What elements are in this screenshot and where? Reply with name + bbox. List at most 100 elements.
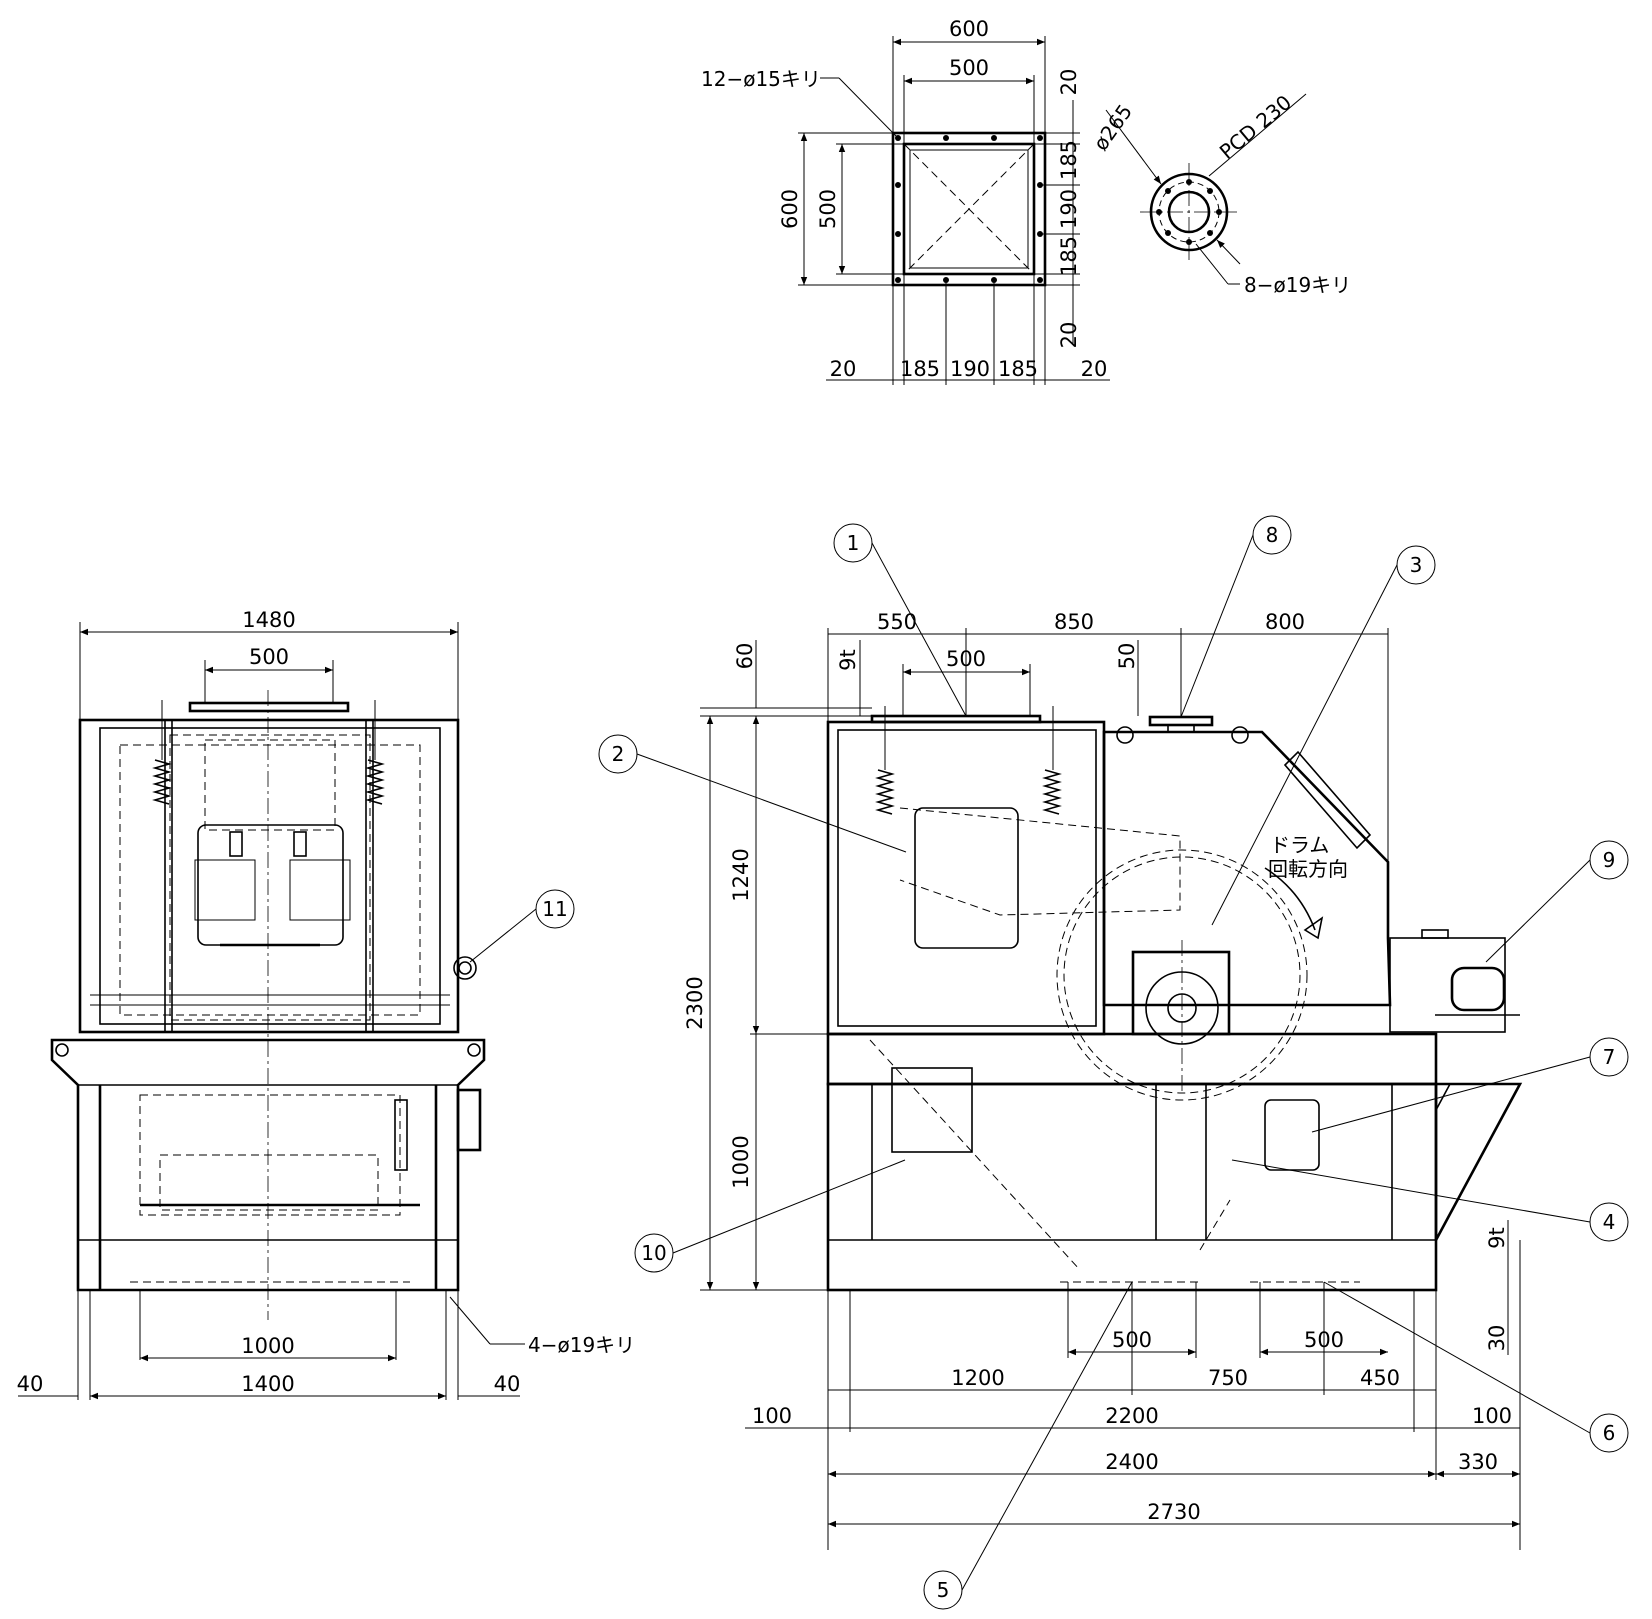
front-crusher-housing — [1102, 730, 1392, 1007]
dim-front-9t-top: 9t — [836, 649, 860, 671]
dim-bottom-190: 190 — [950, 357, 990, 381]
balloon-6-number: 6 — [1603, 1421, 1616, 1445]
dim-front-top-500: 500 — [946, 647, 986, 671]
dim-flange-outer-width: 600 — [949, 17, 989, 41]
dim-front-1240: 1240 — [729, 848, 753, 901]
dim-right-190: 190 — [1057, 189, 1081, 229]
dim-side-width-total: 1480 — [242, 608, 295, 632]
balloon-1: 1 — [833, 523, 967, 717]
dim-front-1000: 1000 — [729, 1135, 753, 1188]
dim-side-width-top: 500 — [249, 645, 289, 669]
dim-front-750: 750 — [1208, 1366, 1248, 1390]
dim-front-2200: 2200 — [1105, 1404, 1158, 1428]
round-flange-diameter: ø265 — [1088, 100, 1137, 155]
balloon-3: 3 — [1211, 545, 1436, 926]
balloon-11: 11 — [469, 889, 575, 963]
balloon-2: 2 — [598, 734, 907, 853]
dim-front-100-left: 100 — [752, 1404, 792, 1428]
balloon-5-number: 5 — [937, 1578, 950, 1602]
balloon-1-number: 1 — [847, 531, 860, 555]
round-flange-detail: ø265 PCD 230 8−ø19キリ — [1088, 90, 1351, 297]
dim-bottom-185-a: 185 — [900, 357, 940, 381]
dim-front-500-a: 500 — [1112, 1328, 1152, 1352]
square-flange-hole-note: 12−ø15キリ — [701, 67, 821, 91]
balloon-9: 9 — [1485, 840, 1629, 963]
dim-flange-outer-height: 600 — [778, 189, 802, 229]
front-rotation-text-2: 回転方向 — [1268, 857, 1348, 881]
balloon-4-number: 4 — [1603, 1210, 1616, 1234]
front-motor — [1450, 966, 1506, 1012]
square-flange-inner — [902, 142, 1036, 276]
dim-front-30: 30 — [1485, 1325, 1509, 1352]
round-flange-pcd: PCD 230 — [1215, 90, 1296, 164]
dim-front-550: 550 — [877, 610, 917, 634]
front-motor-support — [1434, 1082, 1523, 1241]
square-flange-bolt-holes — [895, 135, 1043, 283]
square-flange-outer — [891, 131, 1047, 287]
dim-front-800: 800 — [1265, 610, 1305, 634]
dim-front-60: 60 — [733, 643, 757, 670]
front-top-flange — [870, 714, 1042, 724]
balloon-10: 10 — [634, 1159, 906, 1273]
balloon-7-number: 7 — [1603, 1045, 1616, 1069]
front-base-deck — [826, 1032, 1438, 1086]
front-spring-right — [1042, 769, 1062, 815]
front-motor-platform — [1389, 937, 1506, 1033]
round-flange-hole-note: 8−ø19キリ — [1244, 273, 1351, 297]
dim-flange-inner-width: 500 — [949, 56, 989, 80]
balloon-8-number: 8 — [1266, 523, 1279, 547]
dim-right-20-bottom: 20 — [1057, 322, 1081, 349]
front-view: ドラム 回転方向 2300 1240 1000 6 — [683, 610, 1523, 1550]
front-rotation-text-1: ドラム — [1270, 833, 1329, 857]
side-view: 1480 500 1000 1400 40 40 4−ø19キリ — [17, 608, 635, 1400]
dim-right-20-top: 20 — [1057, 69, 1081, 96]
square-flange-detail: 600 500 600 500 20 185 190 185 20 20 185… — [701, 17, 1110, 385]
dim-front-500-b: 500 — [1304, 1328, 1344, 1352]
dim-front-850: 850 — [1054, 610, 1094, 634]
side-inspection-window — [197, 824, 344, 946]
front-inspection-hatch — [1283, 750, 1372, 850]
round-flange-bolt-holes — [1156, 179, 1222, 245]
front-discharge-chute — [891, 1067, 973, 1153]
side-top-flange — [188, 701, 350, 713]
dim-front-2400: 2400 — [1105, 1450, 1158, 1474]
balloon-6: 6 — [1323, 1281, 1629, 1453]
dim-front-50: 50 — [1115, 643, 1139, 670]
dim-front-330: 330 — [1458, 1450, 1498, 1474]
front-access-door — [1264, 1099, 1320, 1171]
dim-side-base-1400: 1400 — [241, 1372, 294, 1396]
dim-flange-inner-height: 500 — [816, 189, 840, 229]
dim-bottom-185-b: 185 — [998, 357, 1038, 381]
balloon-8: 8 — [1180, 515, 1292, 718]
balloon-7: 7 — [1311, 1037, 1629, 1133]
dim-side-offset-right: 40 — [494, 1372, 521, 1396]
dim-side-offset-left: 40 — [17, 1372, 44, 1396]
front-outlet-flange — [1148, 715, 1214, 727]
dim-bottom-20-left: 20 — [830, 357, 857, 381]
front-drum — [1056, 849, 1308, 1101]
dim-right-185-b: 185 — [1057, 236, 1081, 276]
balloon-9-number: 9 — [1603, 848, 1616, 872]
dim-bottom-20-right: 20 — [1081, 357, 1108, 381]
balloon-5: 5 — [923, 1281, 1133, 1610]
dim-right-185-a: 185 — [1057, 140, 1081, 180]
balloon-11-number: 11 — [542, 897, 567, 921]
dim-front-9t-bottom: 9t — [1485, 1227, 1509, 1249]
side-hole-note: 4−ø19キリ — [528, 1333, 635, 1357]
front-base-frame — [826, 1082, 1438, 1292]
part-balloons: 1 2 3 4 5 6 7 — [469, 515, 1629, 1610]
side-springs — [152, 700, 385, 805]
side-upper-housing — [78, 718, 460, 1034]
front-inspection-window — [914, 807, 1019, 949]
dim-front-2730: 2730 — [1147, 1500, 1200, 1524]
front-rotation-arrow — [1264, 867, 1316, 931]
front-spring-left — [875, 769, 895, 815]
balloon-10-number: 10 — [641, 1241, 666, 1265]
dim-front-100-right: 100 — [1472, 1404, 1512, 1428]
dim-front-2300: 2300 — [683, 976, 707, 1029]
balloon-2-number: 2 — [612, 742, 625, 766]
front-hopper-box — [826, 720, 1106, 1036]
dim-front-450: 450 — [1360, 1366, 1400, 1390]
dim-side-base-1000: 1000 — [241, 1334, 294, 1358]
